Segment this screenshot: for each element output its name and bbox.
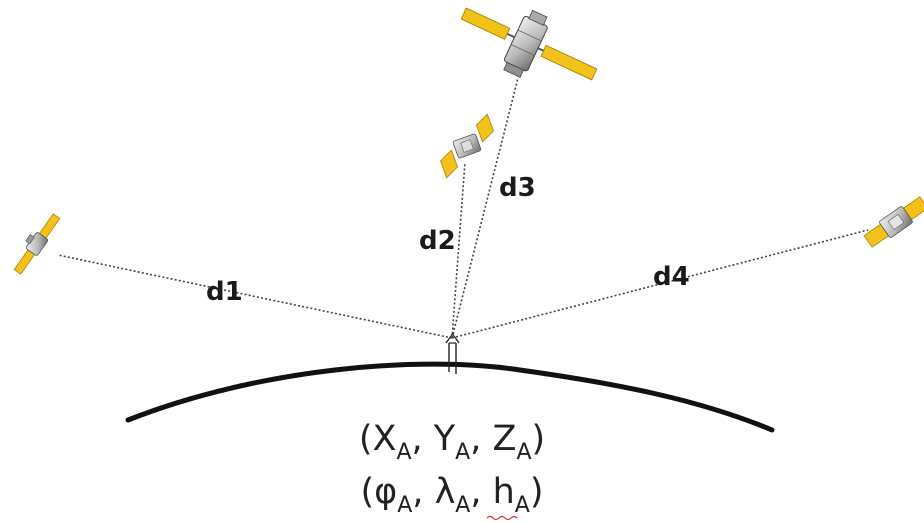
- range-ray-d3: [451, 77, 519, 339]
- range-ray-d1: [57, 254, 453, 339]
- range-ray-d2: [451, 161, 466, 339]
- earth-surface-curve: [125, 361, 775, 433]
- label-d4: d4: [653, 262, 690, 292]
- satellite-3-icon: [460, 7, 598, 81]
- geodetic-coordinates: (φA, λA, hA): [361, 472, 544, 518]
- cartesian-coordinates: (XA, YA, ZA): [359, 419, 545, 465]
- satellite-2-icon: [440, 113, 494, 179]
- label-d1: d1: [206, 277, 243, 307]
- satellite-4-icon: [863, 196, 924, 248]
- receiver-antenna-icon: [445, 332, 460, 374]
- label-d2: d2: [419, 226, 456, 256]
- spellcheck-squiggle: [486, 515, 518, 521]
- satellite-1-icon: [13, 213, 61, 275]
- range-ray-d4: [451, 229, 869, 339]
- label-d3: d3: [499, 173, 536, 203]
